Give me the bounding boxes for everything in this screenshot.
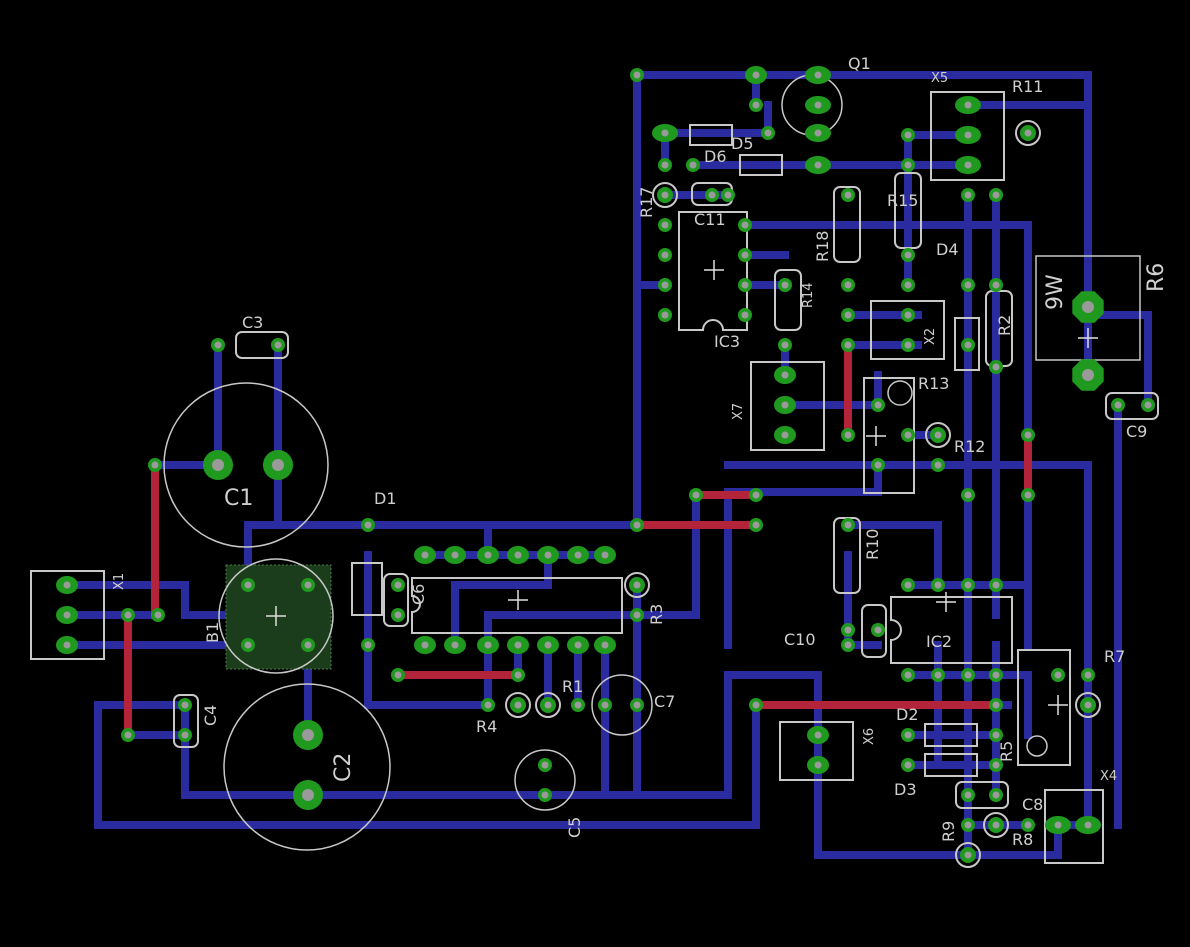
label-c1: C1: [224, 486, 253, 511]
label-r9: R9: [939, 821, 958, 842]
label-ic3: IC3: [714, 332, 740, 351]
label-r12: R12: [954, 437, 985, 456]
label-r3: R3: [647, 604, 666, 625]
label-d3: D3: [894, 780, 917, 799]
label-c5: C5: [565, 817, 584, 838]
label-x4: X4: [1100, 769, 1117, 784]
label-r8: R8: [1012, 830, 1033, 849]
label-r15: R15: [887, 191, 918, 210]
label-c2: C2: [331, 753, 356, 782]
label-ic2: IC2: [926, 632, 952, 651]
bottom-layer-traces: [124, 341, 1032, 739]
label-x6: X6: [862, 728, 877, 745]
origin-marks: [266, 260, 1098, 715]
pads: [56, 66, 1155, 868]
label-c3: C3: [242, 313, 263, 332]
label-c8: C8: [1022, 795, 1043, 814]
label-d5: D5: [731, 134, 754, 153]
label-r6: R6: [1144, 263, 1169, 292]
label-r5: R5: [997, 741, 1016, 762]
label-r1: R1: [562, 677, 583, 696]
label-d4: D4: [936, 240, 959, 259]
label-r4: R4: [476, 717, 497, 736]
label-r2: R2: [995, 315, 1014, 336]
label-d2: D2: [896, 705, 919, 724]
label-c9: C9: [1126, 422, 1147, 441]
label-r6-power: 9W: [1043, 274, 1068, 310]
label-x1: X1: [112, 573, 127, 590]
label-d6: D6: [704, 147, 727, 166]
label-b1: B1: [203, 622, 222, 643]
label-r17: R17: [637, 187, 656, 218]
label-r10: R10: [863, 529, 882, 560]
label-c10: C10: [784, 630, 816, 649]
label-r7: R7: [1104, 647, 1125, 666]
label-d1: D1: [374, 489, 397, 508]
label-x7: X7: [731, 403, 746, 420]
label-r14: R14: [801, 282, 816, 308]
label-x2: X2: [923, 328, 938, 345]
label-c4: C4: [201, 705, 220, 726]
label-c6: C6: [409, 584, 428, 605]
label-r13: R13: [918, 374, 949, 393]
label-q1: Q1: [848, 54, 871, 73]
label-r18: R18: [813, 231, 832, 262]
label-c7: C7: [654, 692, 675, 711]
label-x5: X5: [931, 71, 948, 86]
label-r11: R11: [1012, 77, 1043, 96]
component-labels: Q1 X5 R11 D6 D5 R17 C11 R15 R18 D4 R14 I…: [112, 54, 1169, 849]
label-c11: C11: [694, 210, 726, 229]
